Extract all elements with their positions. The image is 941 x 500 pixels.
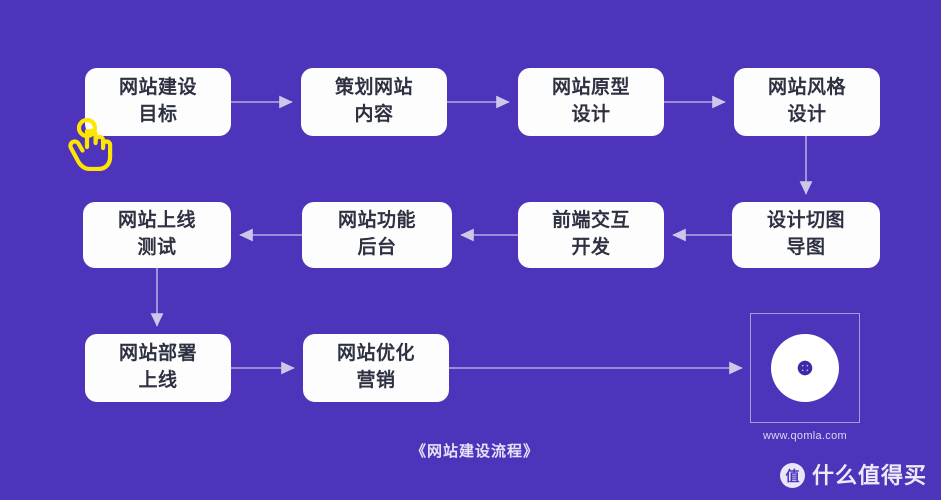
flow-node-optimize-marketing[interactable]: 网站优化 营销: [303, 334, 449, 402]
node-line2: 导图: [786, 237, 826, 258]
logo-disc: [771, 334, 839, 402]
tap-hand-cursor-icon: [68, 117, 113, 171]
watermark: 值 什么值得买: [779, 462, 927, 488]
node-line2: 开发: [571, 237, 611, 258]
node-line2: 内容: [354, 104, 394, 125]
logo-frame: [750, 313, 860, 423]
flow-node-launch-test[interactable]: 网站上线 测试: [83, 202, 231, 268]
flow-node-plan-content[interactable]: 策划网站 内容: [301, 68, 447, 136]
node-line1: 网站风格: [767, 77, 846, 99]
smzdm-badge-icon: 值: [779, 463, 805, 488]
flow-node-website-goal[interactable]: 网站建设 目标: [85, 68, 231, 136]
node-line1: 网站优化: [336, 343, 415, 365]
diagram-caption: 《网站建设流程》: [410, 443, 539, 460]
node-line1: 网站功能: [337, 210, 416, 232]
node-line1: 策划网站: [334, 77, 413, 99]
flow-node-design-slicing[interactable]: 设计切图 导图: [732, 202, 880, 268]
qomla-clover-icon: [797, 360, 813, 376]
node-line1: 网站原型: [551, 77, 630, 99]
node-line2: 营销: [356, 370, 396, 391]
node-line2: 设计: [787, 104, 827, 125]
watermark-label: 什么值得买: [811, 462, 927, 488]
logo-url-label: www.qomla.com: [763, 430, 847, 442]
flow-node-frontend-dev[interactable]: 前端交互 开发: [518, 202, 664, 268]
node-line1: 网站部署: [118, 343, 197, 365]
flow-node-style-design[interactable]: 网站风格 设计: [734, 68, 880, 136]
node-line2: 测试: [137, 237, 177, 258]
node-line1: 网站上线: [117, 210, 196, 232]
node-line2: 后台: [357, 237, 397, 258]
node-line1: 网站建设: [118, 77, 197, 99]
node-line2: 设计: [571, 104, 611, 125]
node-line1: 设计切图: [766, 210, 845, 232]
node-line1: 前端交互: [551, 210, 630, 232]
node-line2: 上线: [138, 370, 178, 391]
flow-node-function-backend[interactable]: 网站功能 后台: [302, 202, 452, 268]
flow-node-prototype-design[interactable]: 网站原型 设计: [518, 68, 664, 136]
flow-node-deploy-online[interactable]: 网站部署 上线: [85, 334, 231, 402]
node-line2: 目标: [138, 104, 178, 125]
